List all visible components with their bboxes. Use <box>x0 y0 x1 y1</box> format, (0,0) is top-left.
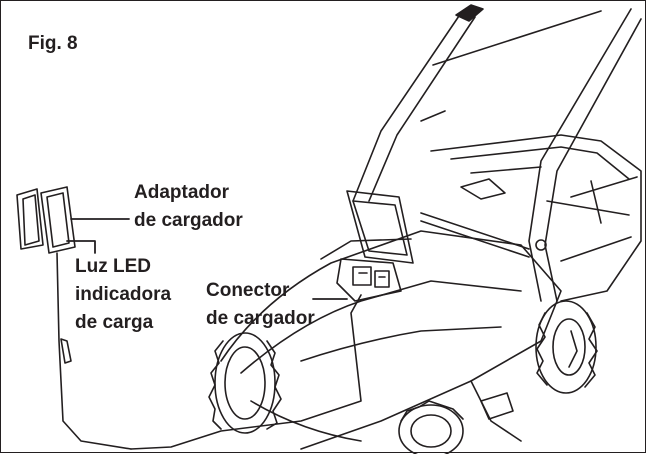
charger-port <box>337 191 413 301</box>
mower-wheel-front-left <box>209 333 281 433</box>
callout-led-line3: de carga <box>75 313 153 332</box>
callout-connector-line2: de cargador <box>206 309 315 328</box>
mower-wheel-rear <box>536 301 597 393</box>
mower-deck <box>221 231 561 449</box>
callout-led-line1: Luz LED <box>75 257 151 276</box>
figure-label: Fig. 8 <box>28 34 78 53</box>
callout-connector-line1: Conector <box>206 281 289 300</box>
callout-led-line2: indicadora <box>75 285 171 304</box>
callout-adapter-line1: Adaptador <box>134 183 229 202</box>
callout-adapter-line2: de cargador <box>134 211 243 230</box>
leader-led <box>67 241 95 253</box>
